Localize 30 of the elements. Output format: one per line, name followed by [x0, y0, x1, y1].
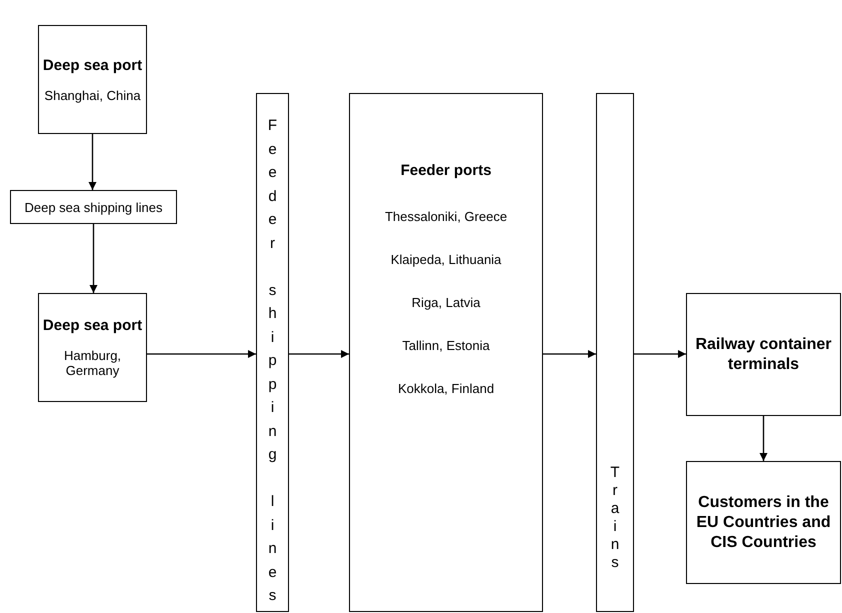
- port-name: Kokkola, Finland: [398, 381, 494, 396]
- node-label: Railway container terminals: [694, 334, 833, 374]
- process-box: [38, 293, 147, 402]
- process-box: [349, 93, 543, 612]
- vertical-label: Feeder shipping lines: [266, 116, 278, 606]
- port-name: Tallinn, Estonia: [402, 338, 490, 353]
- port-name: Thessaloniki, Greece: [384, 209, 508, 224]
- node-heading: Feeder ports: [400, 162, 492, 179]
- arrow: [88, 134, 96, 190]
- vertical-band: [596, 93, 634, 612]
- arrow: [289, 350, 349, 358]
- node-heading: Deep sea port: [42, 56, 142, 74]
- port-name: Klaipeda, Lithuania: [390, 252, 502, 267]
- vertical-label: Trains: [609, 464, 621, 572]
- port-name: Riga, Latvia: [412, 295, 480, 310]
- node-label: Customers in the EU Countries and CIS Countries: [695, 492, 832, 552]
- process-box: [686, 461, 841, 584]
- arrow: [543, 350, 596, 358]
- arrow: [147, 350, 256, 358]
- process-box: [10, 190, 177, 224]
- vertical-band: [256, 93, 289, 612]
- node-text: Shanghai, China: [44, 88, 141, 102]
- node-text: Hamburg, Germany: [62, 348, 122, 378]
- node-label: Deep sea shipping lines: [24, 200, 163, 214]
- process-box: [686, 293, 841, 416]
- arrow: [634, 350, 686, 358]
- node-heading: Deep sea port: [42, 317, 142, 334]
- arrow: [90, 224, 98, 293]
- arrow: [760, 416, 768, 461]
- process-box: [38, 25, 147, 134]
